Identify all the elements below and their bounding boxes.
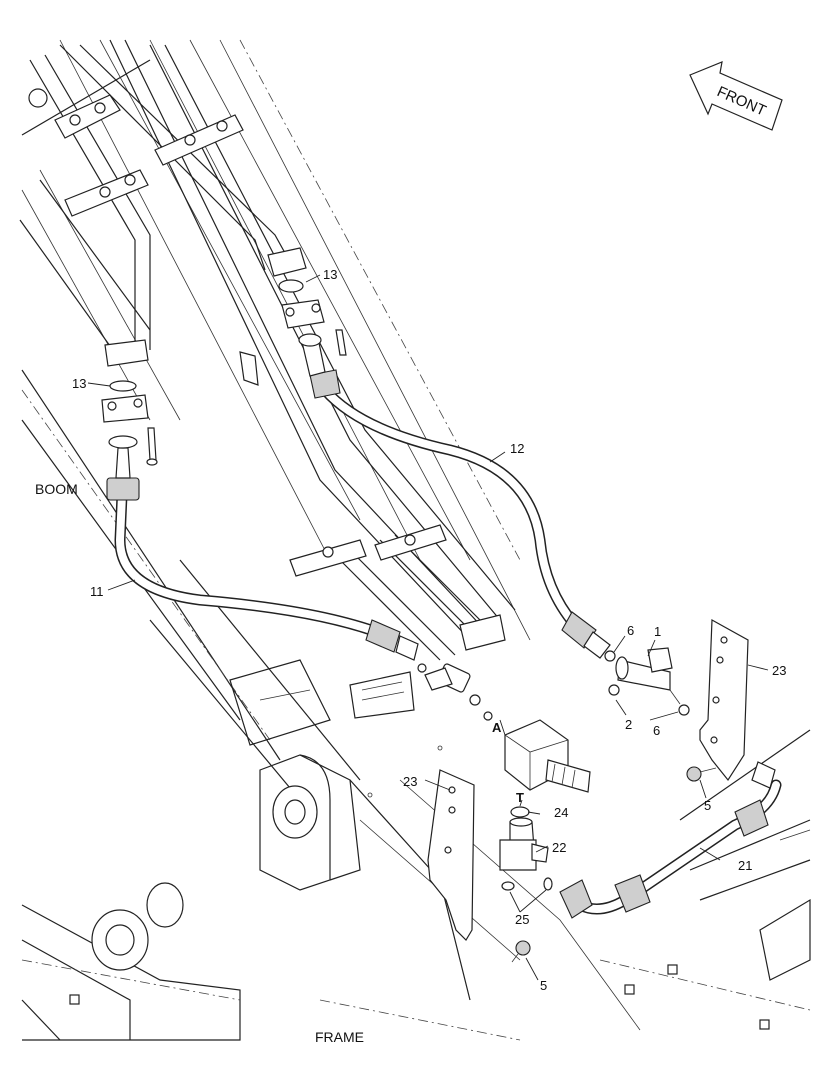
o-ring-6-a bbox=[604, 650, 616, 662]
hose-bundle bbox=[19, 39, 516, 661]
port-t-label: T bbox=[516, 790, 524, 805]
bracket-23-left bbox=[427, 769, 475, 941]
bolt-5-left bbox=[511, 940, 531, 963]
hose-11 bbox=[106, 435, 419, 661]
o-ring-25-a bbox=[501, 881, 515, 891]
view-a-label: A bbox=[492, 720, 502, 735]
hose-12 bbox=[298, 333, 611, 659]
callout-2: 2 bbox=[625, 717, 632, 732]
callout-21: 21 bbox=[738, 858, 752, 873]
callout-6-lower: 6 bbox=[653, 723, 660, 738]
o-ring-6-b bbox=[678, 704, 690, 716]
callout-5-left: 5 bbox=[540, 978, 547, 993]
frame-structure bbox=[21, 729, 811, 1041]
valve-block bbox=[417, 663, 591, 793]
callout-13-left: 13 bbox=[72, 376, 86, 391]
fitting-22 bbox=[499, 806, 553, 891]
callout-11: 11 bbox=[90, 584, 104, 599]
leader-lines bbox=[87, 274, 769, 981]
callout-23-left: 23 bbox=[403, 774, 417, 789]
o-ring-13-upper bbox=[278, 279, 304, 293]
callout-24: 24 bbox=[554, 805, 568, 820]
front-arrow-icon bbox=[689, 61, 783, 131]
callout-1: 1 bbox=[654, 624, 661, 639]
callout-22: 22 bbox=[552, 840, 566, 855]
o-ring-25-b bbox=[543, 877, 553, 891]
boom-label: BOOM bbox=[35, 481, 78, 497]
callout-25: 25 bbox=[515, 912, 529, 927]
callout-23-right: 23 bbox=[772, 663, 786, 678]
hose-21 bbox=[559, 761, 782, 919]
callout-5-right: 5 bbox=[704, 798, 711, 813]
pipe-clamps bbox=[28, 88, 506, 719]
bolt-5-right bbox=[686, 766, 717, 782]
callout-6-upper: 6 bbox=[627, 623, 634, 638]
tee-fitting-1 bbox=[604, 647, 690, 716]
flange-upper bbox=[267, 247, 347, 356]
callout-12: 12 bbox=[510, 441, 524, 456]
bracket-23-right bbox=[699, 619, 749, 782]
o-ring-24 bbox=[510, 806, 530, 818]
callout-13-upper: 13 bbox=[323, 267, 337, 282]
plug-2 bbox=[608, 684, 620, 696]
frame-label: FRAME bbox=[315, 1029, 364, 1045]
o-ring-13-left bbox=[109, 380, 137, 392]
